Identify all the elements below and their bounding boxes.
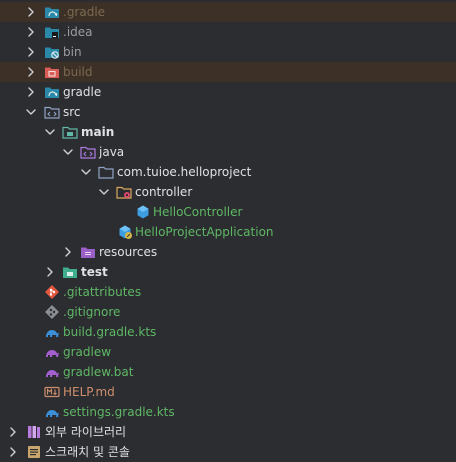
tree-item-label: resources: [99, 245, 158, 259]
markdown-icon: [44, 384, 60, 400]
tree-item-label: gradle: [63, 85, 102, 99]
chevron-right-icon[interactable]: [6, 425, 20, 439]
tree-item-gradlew-bat[interactable]: gradlew.bat: [0, 362, 456, 382]
tree-item-help-md[interactable]: HELP.md: [0, 382, 456, 402]
chevron-right-icon[interactable]: [6, 445, 20, 459]
folder-main-icon: [62, 124, 78, 140]
tree-item-label: src: [63, 105, 81, 119]
tree-item-idea[interactable]: .idea: [0, 22, 456, 42]
tree-item-label: 외부 라이브러리: [45, 425, 127, 439]
chevron-right-icon[interactable]: [43, 265, 57, 279]
tree-item-java[interactable]: java: [0, 142, 456, 162]
folder-bin-icon: [44, 44, 60, 60]
tree-item-test[interactable]: test: [0, 262, 456, 282]
controller-package-icon: [116, 184, 132, 200]
tree-item-label: build.gradle.kts: [63, 325, 157, 339]
tree-item-settings-gradle-kts[interactable]: settings.gradle.kts: [0, 402, 456, 422]
folder-idea-icon: [44, 24, 60, 40]
spring-app-icon: [117, 224, 133, 240]
chevron-right-icon[interactable]: [24, 25, 38, 39]
chevron-down-icon[interactable]: [79, 165, 93, 179]
gradle-file-icon: [44, 404, 60, 420]
folder-java-icon: [80, 144, 96, 160]
external-libraries-icon: [26, 424, 42, 440]
gitignore-icon: [44, 304, 60, 320]
scratches-icon: [26, 444, 42, 460]
chevron-down-icon[interactable]: [61, 145, 75, 159]
tree-item-label: .gradle: [63, 5, 106, 19]
tree-item-label: HelloController: [153, 205, 243, 219]
tree-item-hello-controller[interactable]: HelloController: [0, 202, 456, 222]
tree-item-label: .gitattributes: [63, 285, 142, 299]
chevron-down-icon[interactable]: [43, 125, 57, 139]
tree-item-resources[interactable]: resources: [0, 242, 456, 262]
tree-item-build-gradle-kts[interactable]: build.gradle.kts: [0, 322, 456, 342]
chevron-right-icon[interactable]: [61, 245, 75, 259]
folder-resources-icon: [80, 244, 96, 260]
tree-item-label: main: [81, 125, 115, 139]
tree-item-label: java: [99, 145, 125, 159]
chevron-right-icon[interactable]: [24, 65, 38, 79]
folder-build-icon: [44, 64, 60, 80]
tree-item-bin[interactable]: bin: [0, 42, 456, 62]
tree-item-gradle[interactable]: gradle: [0, 82, 456, 102]
chevron-right-icon[interactable]: [24, 85, 38, 99]
tree-item-label: settings.gradle.kts: [63, 405, 175, 419]
tree-item-label: bin: [63, 45, 82, 59]
tree-item-label: HelloProjectApplication: [135, 225, 274, 239]
chevron-down-icon[interactable]: [24, 105, 38, 119]
tree-item-controller[interactable]: controller: [0, 182, 456, 202]
chevron-down-icon[interactable]: [97, 185, 111, 199]
folder-gradle-icon: [44, 84, 60, 100]
tree-item-label: .idea: [63, 25, 93, 39]
tree-item-package[interactable]: com.tuioe.helloproject: [0, 162, 456, 182]
package-icon: [98, 164, 114, 180]
tree-item-label: gradlew: [63, 345, 112, 359]
tree-item-label: controller: [135, 185, 193, 199]
tree-item-label: .gitignore: [63, 305, 121, 319]
tree-item-label: build: [63, 65, 93, 79]
tree-item-label: com.tuioe.helloproject: [117, 165, 252, 179]
tree-item-main[interactable]: main: [0, 122, 456, 142]
gradlew-icon: [44, 344, 60, 360]
tree-item-label: gradlew.bat: [63, 365, 134, 379]
tree-item-build[interactable]: build: [0, 62, 456, 82]
tree-item-gitattributes[interactable]: .gitattributes: [0, 282, 456, 302]
tree-item-dot-gradle[interactable]: .gradle: [0, 2, 456, 22]
gradlew-icon: [44, 364, 60, 380]
chevron-right-icon[interactable]: [24, 45, 38, 59]
tree-item-gradlew[interactable]: gradlew: [0, 342, 456, 362]
tree-item-label: test: [81, 265, 108, 279]
git-icon: [44, 284, 60, 300]
folder-test-icon: [62, 264, 78, 280]
tree-item-label: HELP.md: [63, 385, 115, 399]
tree-item-hello-project-application[interactable]: HelloProjectApplication: [0, 222, 456, 242]
tree-item-scratches[interactable]: 스크래치 및 콘솔: [0, 442, 456, 462]
gradle-file-icon: [44, 324, 60, 340]
chevron-right-icon[interactable]: [24, 5, 38, 19]
tree-item-src[interactable]: src: [0, 102, 456, 122]
tree-item-label: 스크래치 및 콘솔: [45, 445, 130, 459]
tree-item-gitignore[interactable]: .gitignore: [0, 302, 456, 322]
folder-src-icon: [44, 104, 60, 120]
class-icon: [135, 204, 151, 220]
folder-gradle-icon: [44, 4, 60, 20]
tree-item-external-libraries[interactable]: 외부 라이브러리: [0, 422, 456, 442]
